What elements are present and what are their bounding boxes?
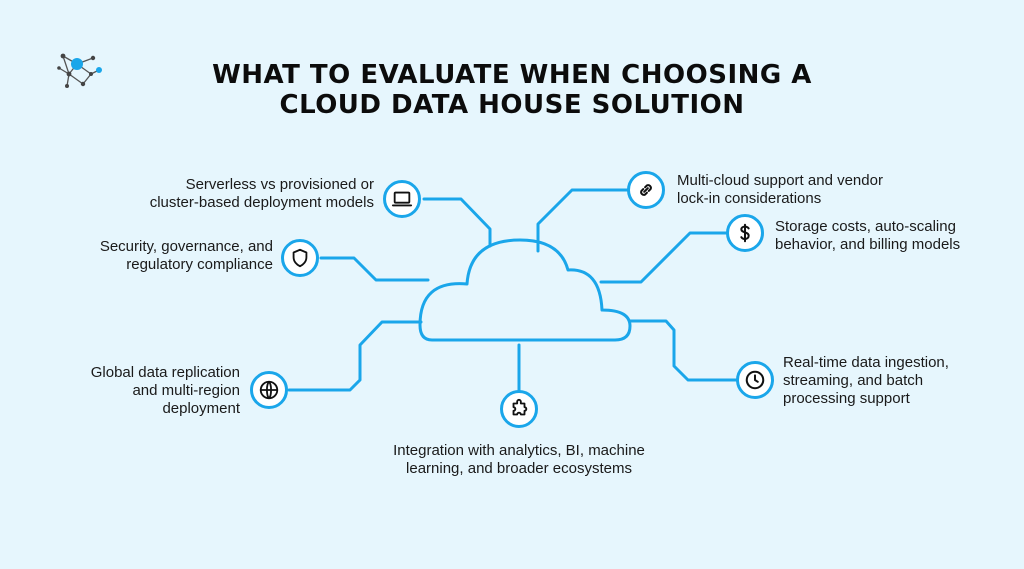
global-icon-circle [250, 371, 288, 409]
clock-icon [745, 370, 765, 390]
security-icon-circle [281, 239, 319, 277]
realtime-icon-circle [736, 361, 774, 399]
security-label: Security, governance, and regulatory com… [99, 238, 273, 273]
multicloud-label: Multi-cloud support and vendor lock-in c… [677, 172, 883, 207]
connector-multicloud [536, 188, 630, 253]
connector-serverless [422, 197, 492, 248]
page-title-line-2: CLOUD DATA HOUSE SOLUTION [279, 90, 745, 120]
connector-storage [599, 231, 729, 284]
connector-global [287, 320, 423, 392]
storage-icon-circle [726, 214, 764, 252]
shield-icon [292, 248, 308, 268]
multicloud-icon-circle [627, 171, 665, 209]
puzzle-icon [512, 398, 528, 416]
serverless-icon-circle [383, 180, 421, 218]
global-label: Global data replication and multi-region… [90, 364, 240, 417]
connector-security [319, 256, 430, 282]
link-icon [640, 184, 652, 196]
cloud-shape [418, 238, 632, 342]
laptop-icon [391, 191, 413, 207]
serverless-label: Serverless vs provisioned or cluster-bas… [149, 176, 374, 211]
globe-icon [259, 380, 279, 400]
dollar-icon [740, 223, 750, 243]
connector-realtime [628, 319, 739, 382]
storage-label: Storage costs, auto-scaling behavior, an… [775, 218, 961, 253]
integration-label: Integration with analytics, BI, machine … [393, 442, 645, 477]
network-logo-icon [57, 53, 102, 88]
integration-icon-circle [500, 390, 538, 428]
realtime-label: Real-time data ingestion, streaming, and… [783, 354, 949, 407]
page-title-line-1: WHAT TO EVALUATE WHEN CHOOSING A [212, 60, 812, 90]
